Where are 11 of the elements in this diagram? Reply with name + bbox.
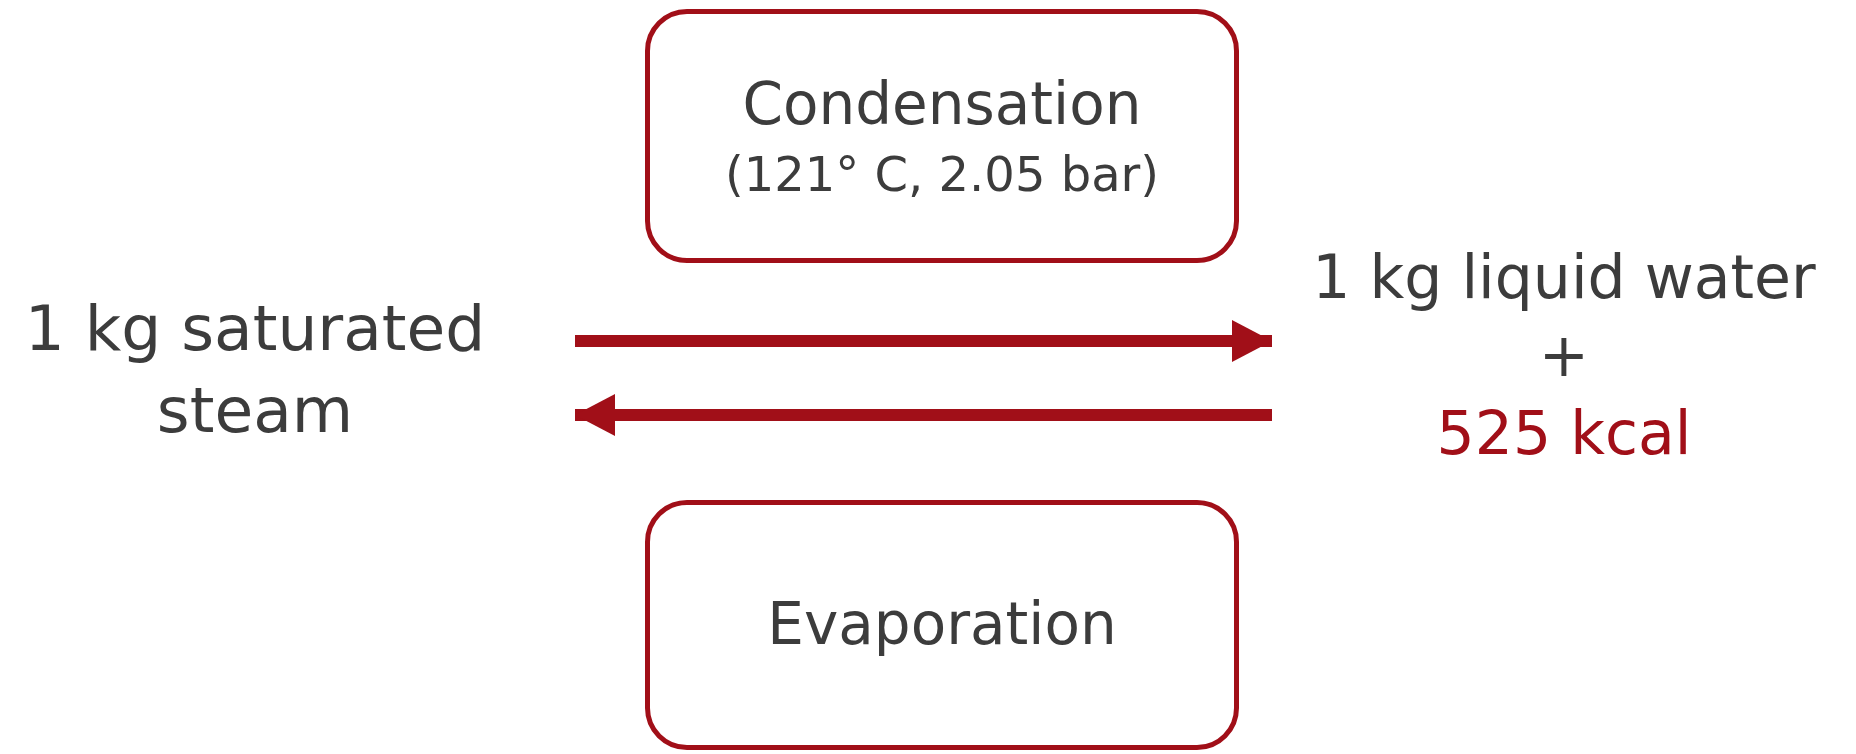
process-box (645, 9, 1239, 263)
process-title: Condensation (742, 69, 1142, 141)
substance-label: 1 kg liquid water (1312, 241, 1816, 314)
arrow (575, 394, 1272, 436)
substance-label: 1 kg saturated steam (23, 291, 487, 449)
plus-sign: + (1538, 319, 1590, 392)
arrow (575, 320, 1272, 362)
process-conditions: (121° C, 2.05 bar) (724, 144, 1160, 204)
process-box (645, 500, 1239, 750)
process-title: Evaporation (767, 589, 1117, 661)
energy-label: 525 kcal (1436, 397, 1692, 470)
